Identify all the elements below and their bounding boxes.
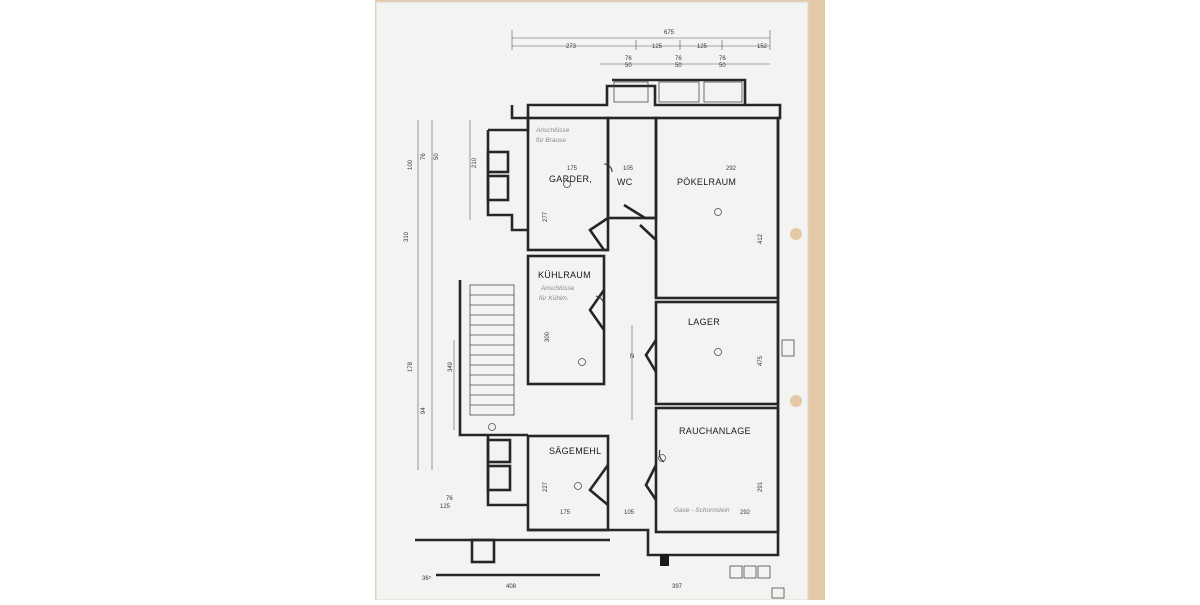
dim-win-a: 76 [625, 56, 632, 62]
interior-walls [486, 116, 795, 534]
north-mark: N [630, 354, 634, 360]
dim-left-100: 100 [408, 159, 414, 170]
dim-left-178: 178 [408, 361, 414, 372]
dim-bot-76: 76 [446, 496, 453, 502]
handwritten-notes: Anschlüsse für Brause Anschlüsse für Küh… [535, 127, 730, 514]
rauchanlage-walls [654, 406, 780, 534]
interior-dimensions: 175 105 292 277 412 300 475 291 227 175 … [422, 166, 764, 590]
lager-walls [654, 300, 780, 406]
light-icon [563, 180, 571, 188]
light-icon [578, 358, 586, 366]
bottom-elements [470, 538, 785, 599]
note-kuehlraum-1: Anschlüsse [540, 285, 575, 292]
dim-lager-h: 475 [758, 355, 764, 366]
light-icon [488, 423, 496, 431]
dim-left-310: 310 [404, 231, 410, 242]
saegemehl-walls [526, 434, 610, 532]
dim-poekel-h: 412 [758, 233, 764, 244]
note-garderobe-2: für Brause [536, 137, 566, 144]
dim-bot-125: 125 [440, 504, 451, 510]
note-garderobe-1: Anschlüsse [535, 127, 570, 134]
dim-left-94: 94 [421, 407, 427, 414]
punch-hole-top [790, 228, 802, 240]
dim-top-c: 125 [697, 44, 708, 50]
room-label-garderobe: GARDER, [549, 174, 592, 184]
light-icon [574, 482, 582, 490]
dim-top-d: 152 [757, 44, 768, 50]
dim-kuehl-h: 300 [545, 331, 551, 342]
dim-win-c2: 50 [719, 63, 726, 69]
dim-top-a: 273 [566, 44, 577, 50]
dim-left-349: 349 [448, 361, 454, 372]
room-label-lager: LAGER [688, 317, 720, 327]
dim-garder-h: 277 [543, 211, 549, 222]
dim-saege-w: 175 [560, 510, 571, 516]
dim-top-total: 675 [664, 30, 675, 36]
top-dimensions: 675 273 125 125 152 76 50 76 50 76 50 [511, 30, 771, 69]
dim-corr-w: 105 [624, 510, 635, 516]
top-windows [613, 81, 743, 103]
note-rauchanlage: Gase - Schornstein [674, 507, 730, 514]
dim-win-a2: 50 [625, 63, 632, 69]
dim-win-c: 76 [719, 56, 726, 62]
chimney-block [660, 554, 669, 566]
room-label-rauchanlage: RAUCHANLAGE [679, 426, 751, 436]
dim-garder-w: 175 [567, 166, 578, 172]
room-label-saegemehl: SÄGEMEHL [549, 446, 601, 456]
kuehlraum-walls [526, 254, 606, 386]
light-icon [714, 208, 722, 216]
room-label-wc: WC [617, 177, 633, 187]
light-fixtures [488, 180, 722, 490]
left-dimensions: 310 100 76 50 178 94 349 210 [404, 120, 478, 470]
dim-poekel-w: 292 [726, 166, 737, 172]
staircase [469, 284, 515, 416]
dim-rauch-h: 291 [758, 481, 764, 492]
dim-saege-h: 227 [543, 481, 549, 492]
punch-hole-bottom [790, 395, 802, 407]
room-label-kuehlraum: KÜHLRAUM [538, 270, 591, 280]
dim-win-b: 76 [675, 56, 682, 62]
dim-left-50: 50 [434, 153, 440, 160]
dim-bot-408: 408 [506, 584, 517, 590]
dim-left-210: 210 [472, 157, 478, 168]
dim-bot-365: 36⁵ [422, 575, 432, 582]
dim-left-76: 76 [421, 153, 427, 160]
note-kuehlraum-2: für Kühlm. [539, 295, 569, 302]
light-icon [714, 348, 722, 356]
poekelraum-walls [654, 116, 780, 300]
dim-wc-w: 105 [623, 166, 634, 172]
light-icon [658, 454, 666, 462]
room-label-poekelraum: PÖKELRAUM [677, 177, 736, 187]
dim-top-b: 125 [652, 44, 663, 50]
room-labels: GARDER, WC PÖKELRAUM KÜHLRAUM LAGER RAUC… [538, 174, 751, 456]
dim-bot-397: 397 [672, 584, 683, 590]
dim-win-b2: 50 [675, 63, 682, 69]
dim-rauch-w: 292 [740, 510, 751, 516]
corridor: N [588, 203, 658, 506]
